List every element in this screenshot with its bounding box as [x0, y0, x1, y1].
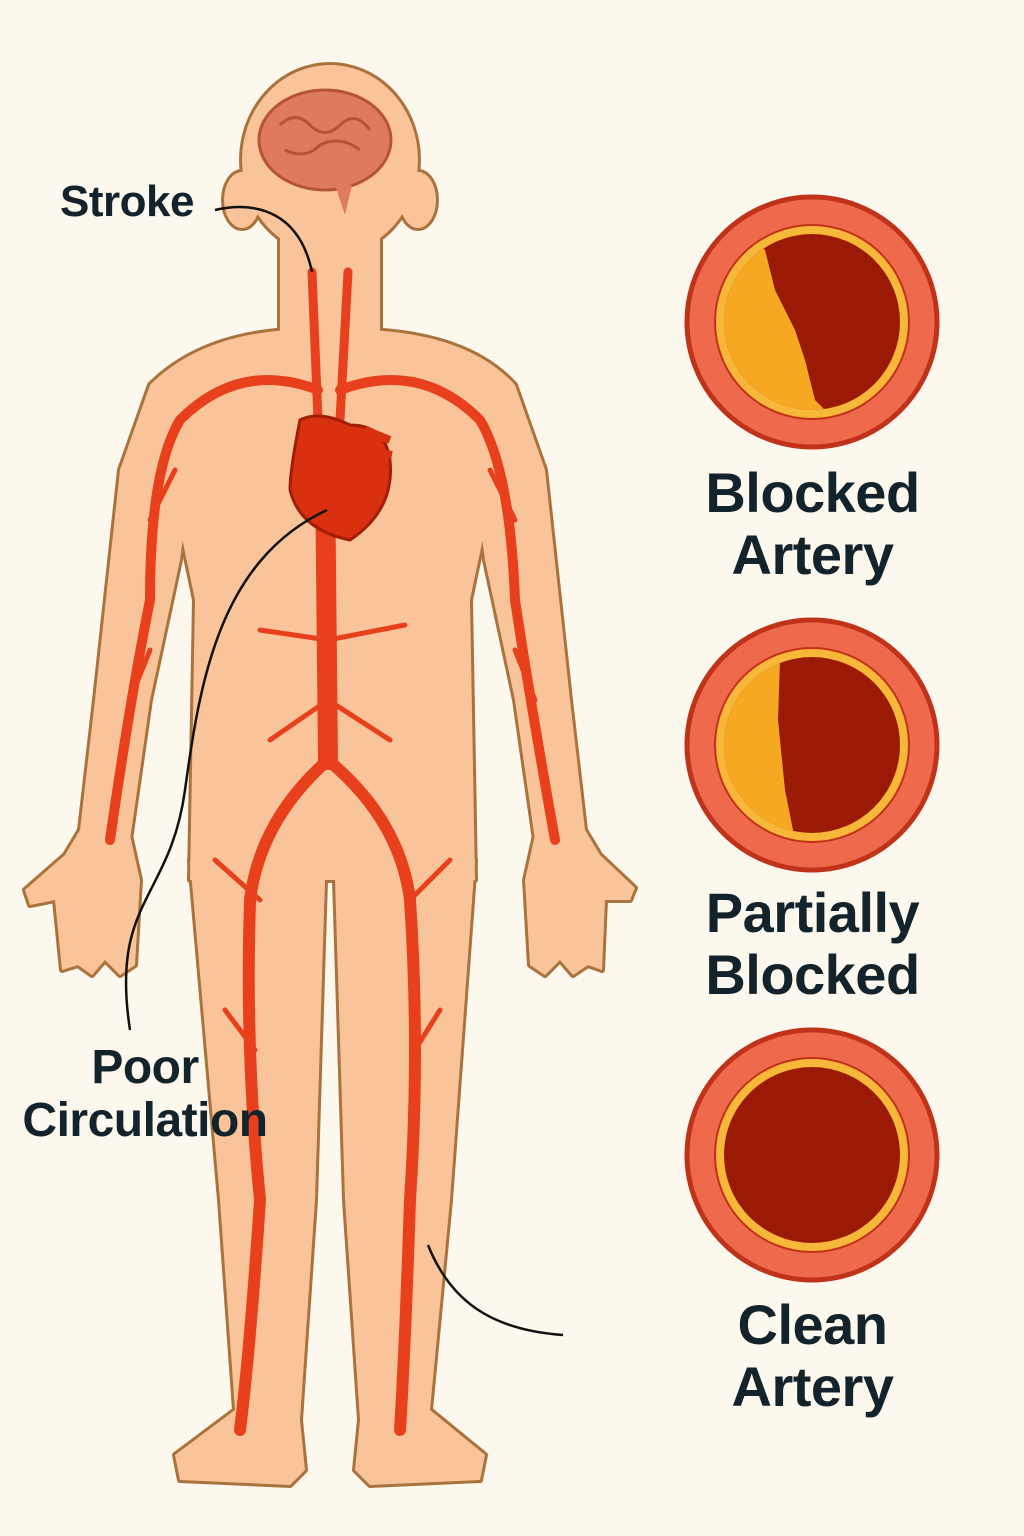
blocked-artery-label: Blocked Artery	[690, 462, 935, 585]
partially-blocked-line-2: Blocked	[705, 942, 920, 1006]
brain	[257, 88, 393, 215]
poor-circulation-line-2: Circulation	[22, 1093, 268, 1147]
stroke-leader-line	[214, 205, 314, 273]
blocked-artery-cross-section	[684, 194, 940, 450]
poor-circulation-label: Poor Circulation	[20, 1041, 270, 1148]
partially-blocked-artery-cross-section	[684, 617, 940, 873]
arteries	[105, 267, 560, 1436]
poor-circulation-leader-line	[124, 508, 328, 1031]
heart	[288, 414, 393, 542]
poor-circulation-line-1: Poor	[91, 1041, 199, 1094]
partially-blocked-line-1: Partially	[705, 881, 920, 944]
clean-artery-label: Clean Artery	[690, 1294, 935, 1417]
clean-artery-cross-section	[684, 1027, 940, 1283]
blocked-artery-line-2: Artery	[731, 522, 894, 586]
blocked-artery-line-1: Blocked	[705, 461, 920, 524]
stroke-label: Stroke	[60, 177, 194, 226]
partially-blocked-label: Partially Blocked	[690, 882, 935, 1005]
clean-artery-line-2: Artery	[731, 1354, 894, 1418]
clean-artery-line-1: Clean	[737, 1293, 889, 1356]
leg-leader-line	[426, 1244, 564, 1337]
